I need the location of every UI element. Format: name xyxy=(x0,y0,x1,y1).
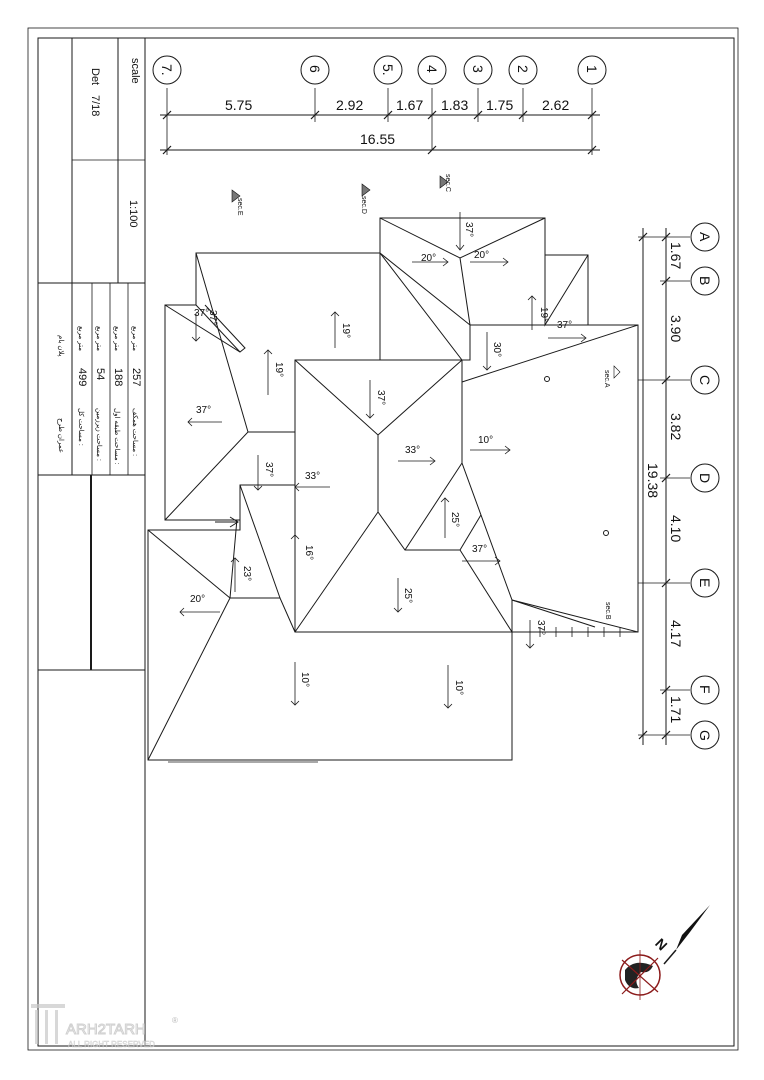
area-label-3: مساحت کل : xyxy=(77,408,85,446)
axis-top-3: 3 xyxy=(470,65,486,73)
north-label: N xyxy=(652,935,670,953)
slope-label-11: 37° xyxy=(196,405,211,416)
watermark-brand: ARH2TARH xyxy=(66,1021,146,1038)
top-span-4: 1.83 xyxy=(441,97,468,113)
section-e-label: sec.E xyxy=(236,198,243,216)
top-span-6: 2.62 xyxy=(542,97,569,113)
slope-label-16: 37° xyxy=(263,462,274,477)
top-total: 16.55 xyxy=(360,131,395,147)
axis-top-6: 6 xyxy=(307,65,323,73)
top-span-5: 1.75 xyxy=(486,97,513,113)
top-axis-markers: 7. 6 5. 4 3 2 1 xyxy=(152,55,607,85)
top-span-2: 2.92 xyxy=(336,97,363,113)
area-label-0: مساحت همکف : xyxy=(131,408,139,456)
slope-label-18: 16° xyxy=(303,545,314,560)
side-span-3: 3.82 xyxy=(668,413,684,440)
area-value-3: 499 xyxy=(76,368,88,386)
axis-top-5: 5. xyxy=(380,64,396,76)
slope-label-24: 10° xyxy=(299,672,310,687)
date-label: Det xyxy=(89,68,101,85)
area-value-0: 257 xyxy=(130,368,142,386)
watermark-sub: ALL RIGHT RESERVED xyxy=(68,1040,155,1049)
roof-outline xyxy=(147,217,639,763)
slope-label-6: 19° xyxy=(340,323,351,338)
side-span-4: 4.10 xyxy=(668,515,684,542)
side-span-6: 1.71 xyxy=(668,696,684,723)
axis-side-E: E xyxy=(697,578,713,587)
top-span-3: 1.67 xyxy=(396,97,423,113)
slope-label-7: 37° xyxy=(194,308,209,319)
side-span-5: 4.17 xyxy=(668,620,684,647)
area-unit-1: متر مربع xyxy=(113,326,120,351)
side-dimension-values: 1.67 3.90 3.82 4.10 4.17 1.71 19.38 xyxy=(645,242,684,723)
side-axis-markers: A B C D E F G xyxy=(690,222,720,750)
slope-label-5: 37° xyxy=(557,320,572,331)
section-markers: sec.E sec.D sec.C sec.A sec.B xyxy=(231,174,621,620)
slope-label-25: 10° xyxy=(453,680,464,695)
slope-label-17: 25° xyxy=(449,512,460,527)
axis-side-D: D xyxy=(697,473,713,483)
slope-label-15: 33° xyxy=(305,471,320,482)
slope-label-9: 37° xyxy=(207,310,218,325)
drawing-title: پلان بام xyxy=(57,335,65,357)
slope-arrows xyxy=(179,212,587,709)
area-unit-0: متر مربع xyxy=(131,326,138,351)
axis-side-F: F xyxy=(697,685,713,694)
scale-label: scale xyxy=(129,58,141,84)
slope-label-8: 19° xyxy=(273,362,284,377)
top-dimension-lines xyxy=(160,88,600,155)
title-block: scale 1:100 Det 7/18 257 188 54 499 متر … xyxy=(37,38,146,1046)
side-span-1: 1.67 xyxy=(668,242,684,269)
axis-top-1: 1 xyxy=(584,65,600,73)
slope-label-19: 37° xyxy=(472,544,487,555)
slope-labels: 37° 20° 20° 19° 37° 19° 37° 19° 37° 30° … xyxy=(190,222,572,695)
section-c-label: sec.C xyxy=(444,174,451,192)
axis-side-G: G xyxy=(697,730,713,741)
slope-label-20: 23° xyxy=(241,566,252,581)
axis-top-7: 7. xyxy=(159,64,175,76)
axis-side-A: A xyxy=(697,232,713,242)
slope-label-21: 20° xyxy=(190,594,205,605)
date-value: 7/18 xyxy=(89,95,101,116)
area-unit-2: متر مربع xyxy=(95,326,102,351)
north-arrow-icon: N xyxy=(619,905,710,1000)
watermark-logo: ARH2TARH ALL RIGHT RESERVED ® xyxy=(31,1004,178,1049)
slope-label-3: 20° xyxy=(474,250,489,261)
area-value-1: 188 xyxy=(112,368,124,386)
side-dimension-lines xyxy=(638,228,690,745)
side-span-2: 3.90 xyxy=(668,315,684,342)
roof-details xyxy=(215,376,638,637)
axis-top-4: 4 xyxy=(424,65,440,73)
slope-label-14: 10° xyxy=(478,435,493,446)
area-label-1: مساحت طبقه اول : xyxy=(113,408,121,465)
outer-border xyxy=(27,27,739,1051)
section-a-label: sec.A xyxy=(603,370,610,388)
slope-label-1: 37° xyxy=(463,222,474,237)
top-dimension-values: 5.75 2.92 1.67 1.83 1.75 2.62 16.55 xyxy=(225,97,569,147)
drawing-subtitle: عمران طرح xyxy=(57,418,65,453)
slope-label-12: 37° xyxy=(375,390,386,405)
axis-side-C: C xyxy=(697,375,713,385)
scale-value: 1:100 xyxy=(127,200,139,228)
area-unit-3: متر مربع xyxy=(77,326,84,351)
area-label-2: مساحت زیرزمین : xyxy=(95,408,103,461)
side-total: 19.38 xyxy=(645,463,661,498)
section-d-label: sec.D xyxy=(360,196,367,214)
axis-top-2: 2 xyxy=(515,65,531,73)
top-span-1: 5.75 xyxy=(225,97,252,113)
slope-label-13: 33° xyxy=(405,445,420,456)
area-value-2: 54 xyxy=(94,368,106,380)
slope-label-22: 25° xyxy=(402,588,413,603)
slope-label-4: 19° xyxy=(538,307,549,322)
watermark-reg: ® xyxy=(172,1016,178,1025)
slope-label-23: 37° xyxy=(535,620,546,635)
slope-label-10: 30° xyxy=(491,342,502,357)
axis-side-B: B xyxy=(697,276,713,285)
slope-label-2: 20° xyxy=(421,253,436,264)
section-b-label: sec.B xyxy=(604,602,611,620)
